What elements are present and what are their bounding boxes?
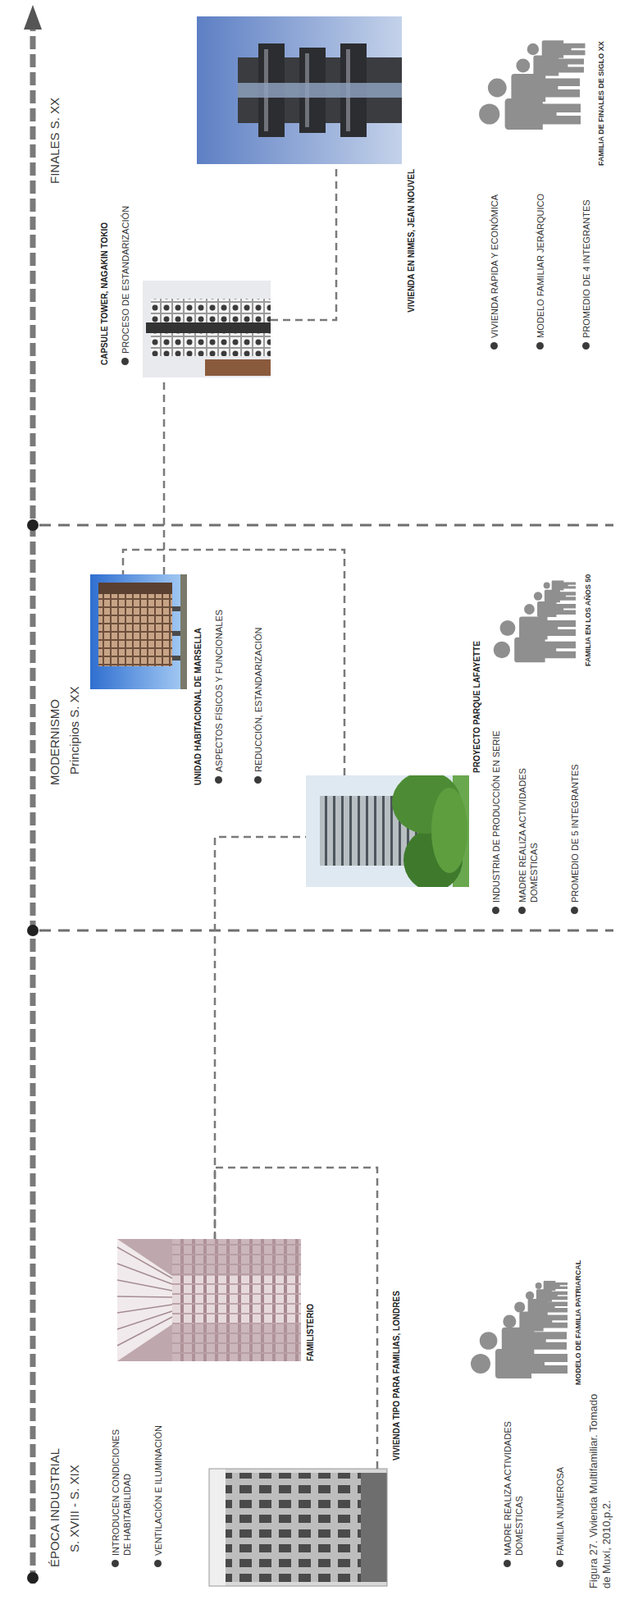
bullet-note: INDUSTRIA DE PRODUCCIÓN EN SERIE: [490, 729, 502, 914]
building-facade: [98, 593, 173, 666]
piloti: [172, 655, 181, 661]
family-figure: [524, 601, 576, 617]
photo-caption: PROYECTO PARQUE LAFAYETTE: [472, 640, 483, 773]
bullet-note: FAMILIA NUMEROSA: [554, 1466, 566, 1567]
dashed-connector: [270, 164, 337, 320]
dashed-connector: [214, 1167, 378, 1468]
family-figure: [515, 54, 584, 76]
family-figure: [543, 580, 576, 591]
neighbour-building: [205, 359, 271, 376]
family-figure: [493, 637, 576, 663]
bullet-note: VIVIENDA RÁPIDA Y ECONÓMICA: [488, 194, 501, 350]
photo-capsule-tower: [142, 280, 271, 378]
axis-dot: [27, 924, 39, 936]
bullet-note: ASPECTOS FÍSICOS Y FUNCIONALES: [213, 609, 225, 784]
building-facade: [225, 1472, 361, 1582]
family-figure: [487, 73, 580, 102]
bullet-note: REDUCCIÓN, ESTANDARIZACIÓN: [252, 627, 265, 784]
ground-floor: [360, 1472, 388, 1582]
photo-caption: VIVIENDA TIPO PARA FAMILIAS, LONDRES: [392, 1290, 402, 1460]
photo-node: FAMILISTERIO: [117, 1238, 301, 1361]
photo-sky: [196, 16, 402, 165]
timeline-axis: [30, 27, 37, 1583]
dashed-connector: [214, 836, 306, 1239]
family-figure: [535, 1280, 568, 1291]
family-figure: [525, 1288, 568, 1302]
piloti: [172, 630, 181, 636]
photo-frame: [209, 1467, 388, 1586]
family-label: FAMILIA EN LOS AÑOS 50: [583, 574, 593, 666]
family-figure: [527, 40, 586, 59]
axis-dot: [27, 519, 39, 531]
photo-caption: FAMILISTERIO: [305, 1303, 316, 1361]
period-heading: ÉPOCA INDUSTRIAL: [47, 1447, 62, 1567]
period-heading: FINALES S. XX: [47, 97, 62, 184]
bullet-note: MODELO FAMILIAR JERÁRQUICO: [534, 193, 547, 350]
period-heading: S. XVIII - S. XIX: [67, 1463, 82, 1552]
family-figure: [479, 1326, 567, 1354]
photo-lafayette-park: [305, 775, 470, 887]
building-side: [98, 582, 173, 594]
photo-node: CAPSULE TOWER, NAGAKIN TOKIO: [142, 280, 271, 378]
family-icon-group: [470, 1280, 568, 1378]
photo-node: VIVIENDA TIPO PARA FAMILIAS, LONDRES: [209, 1467, 388, 1586]
photo-node: PROYECTO PARQUE LAFAYETTE: [305, 775, 470, 887]
photo-london-housing: [209, 1467, 388, 1586]
photo-caption: CAPSULE TOWER, NAGAKIN TOKIO: [100, 222, 110, 365]
family-figure: [478, 98, 581, 130]
period-divider: [39, 524, 614, 527]
photo-sky: [209, 1467, 226, 1586]
family-figure: [500, 615, 576, 639]
glass-core: [237, 82, 402, 98]
bullet-note: PROMEDIO DE 4 INTEGRANTES: [580, 199, 593, 350]
tree: [431, 787, 468, 873]
bullet-note: INTRODUCEN CONDICIONES DE HABITABILIDAD: [109, 1422, 133, 1567]
axis-arrowhead: [23, 4, 42, 30]
family-label: FAMILIA DE FINALES DE SIGLO XX: [597, 41, 607, 166]
side-wall: [117, 1323, 301, 1361]
photo-familisterio: [117, 1238, 301, 1361]
photo-caption: VIVIENDA EN NIMES, JEAN NOUVEL: [406, 168, 417, 313]
photo-sky: [305, 775, 470, 887]
family-label: MODELO DE FAMILIA PATRIARCAL: [574, 1259, 584, 1385]
period-heading: MODERNISMO: [47, 698, 62, 785]
period-heading: Principios S. XX: [67, 685, 82, 775]
photo-marseille-unite: [90, 574, 187, 689]
photo-sky: [90, 574, 187, 689]
photo-caption: UNIDAD HABITACIONAL DE MARSELLA: [193, 627, 204, 785]
bullet-note: MADRE REALIZA ACTIVIDADES DOMÉSTICAS: [516, 749, 540, 914]
side-wall: [117, 1238, 301, 1276]
bullet-note: PROMEDIO DE 5 INTEGRANTES: [569, 763, 581, 914]
figure-caption: Figura 27. Vivienda Multifamiliar. Tomad…: [587, 1390, 614, 1588]
period-divider: [39, 929, 614, 932]
photo-sky: [142, 280, 271, 378]
photo-ground: [209, 1467, 388, 1586]
photo-ground: [117, 1238, 301, 1361]
dashed-connector: [163, 377, 166, 575]
family-icon-group: [493, 580, 576, 663]
dashed-connector: [123, 549, 345, 775]
bullet-note: PROCESO DE ESTANDARIZACIÓN: [119, 205, 132, 365]
piloti: [172, 606, 181, 611]
ground: [180, 574, 187, 689]
photo-node: VIVIENDA EN NIMES, JEAN NOUVEL: [196, 16, 402, 165]
photo-node: UNIDAD HABITACIONAL DE MARSELLA: [90, 574, 187, 689]
photo-nimes-housing: [196, 16, 402, 165]
bullet-note: MADRE REALIZA ACTIVIDADES DOMÉSTICAS: [501, 1402, 525, 1567]
family-icon-group: [478, 40, 585, 130]
axis-dot: [27, 1571, 39, 1583]
bullet-note: VENTILACIÓN E ILUMINACIÓN: [152, 1424, 165, 1567]
service-core: [145, 322, 271, 333]
family-figure: [533, 589, 576, 603]
